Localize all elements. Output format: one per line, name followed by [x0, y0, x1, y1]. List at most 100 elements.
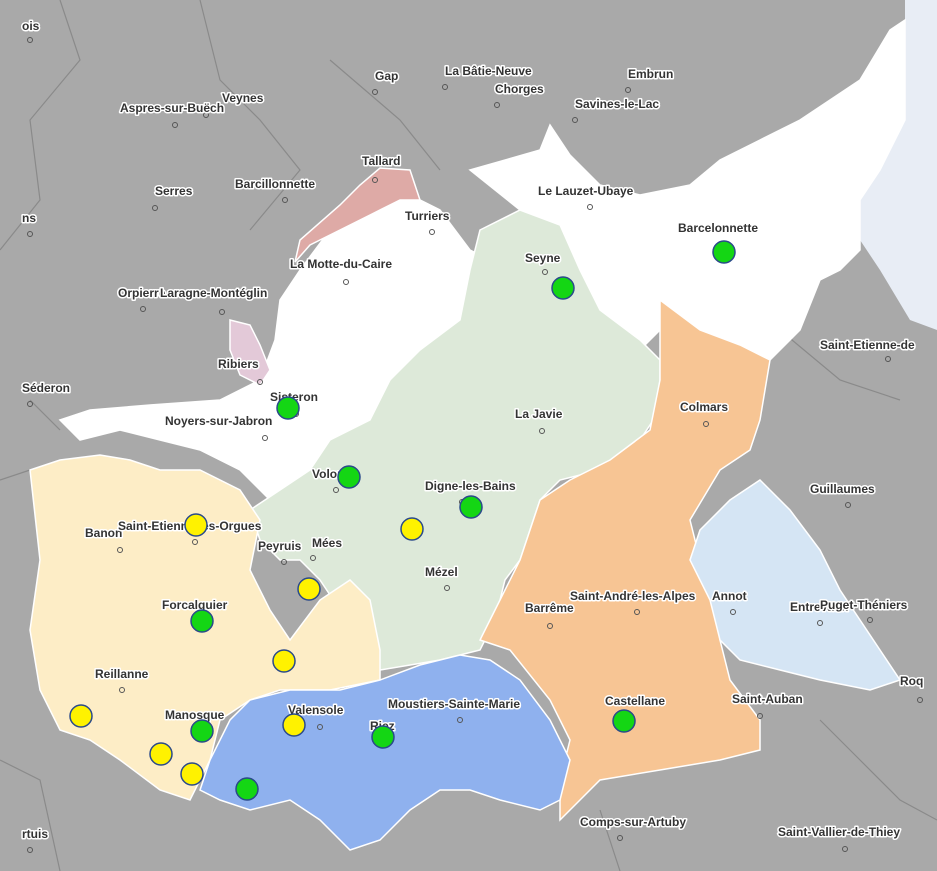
place-label: Saint-Etienne-de	[820, 338, 915, 352]
place-dot	[845, 502, 851, 508]
map-markers[interactable]	[69, 240, 736, 801]
green-marker[interactable]	[190, 609, 214, 633]
place-dot	[842, 846, 848, 852]
place-label: Moustiers-Sainte-Marie	[388, 697, 520, 711]
place-dot	[587, 204, 593, 210]
green-marker[interactable]	[612, 709, 636, 733]
place-label: Ribiers	[218, 357, 259, 371]
place-dot	[867, 617, 873, 623]
yellow-marker[interactable]	[297, 577, 321, 601]
place-dot	[547, 623, 553, 629]
place-label: Orpierre	[118, 286, 166, 300]
region-pink	[229, 319, 271, 386]
place-label: Saint-Vallier-de-Thiey	[778, 825, 900, 839]
place-label: Guillaumes	[810, 482, 875, 496]
place-dot	[27, 847, 33, 853]
yellow-marker[interactable]	[149, 742, 173, 766]
place-dot	[817, 620, 823, 626]
place-label: Turriers	[405, 209, 450, 223]
place-dot	[262, 435, 268, 441]
place-label: Colmars	[680, 400, 728, 414]
place-label: Noyers-sur-Jabron	[165, 414, 272, 428]
place-dot	[885, 356, 891, 362]
place-label: Chorges	[495, 82, 544, 96]
place-label: Manosque	[165, 708, 225, 722]
place-label: Barrême	[525, 601, 574, 615]
place-dot	[444, 585, 450, 591]
green-marker[interactable]	[371, 725, 395, 749]
place-dot	[372, 89, 378, 95]
place-dot	[429, 229, 435, 235]
place-label: Barcillonnette	[235, 177, 315, 191]
place-label: Séderon	[22, 381, 70, 395]
place-label: Serres	[155, 184, 193, 198]
place-label: Mées	[312, 536, 342, 550]
place-label: Barcelonnette	[678, 221, 758, 235]
green-marker[interactable]	[337, 465, 361, 489]
place-label: Peyruis	[258, 539, 302, 553]
green-marker[interactable]	[235, 777, 259, 801]
place-dot	[333, 487, 339, 493]
place-dot	[539, 428, 545, 434]
place-label: Roq	[900, 674, 923, 688]
yellow-marker[interactable]	[400, 517, 424, 541]
place-label: Embrun	[628, 67, 673, 81]
place-dot	[625, 87, 631, 93]
region-blue	[199, 654, 571, 851]
place-label: Digne-les-Bains	[425, 479, 516, 493]
place-dot	[192, 539, 198, 545]
place-label: Banon	[85, 526, 122, 540]
place-label: La Bâtie-Neuve	[445, 64, 532, 78]
place-dot	[457, 717, 463, 723]
yellow-marker[interactable]	[69, 704, 93, 728]
place-dot	[372, 177, 378, 183]
place-dot	[343, 279, 349, 285]
place-dot	[572, 117, 578, 123]
place-label: Reillanne	[95, 667, 149, 681]
place-label: Gap	[375, 69, 398, 83]
yellow-marker[interactable]	[282, 713, 306, 737]
place-dot	[317, 724, 323, 730]
place-dot	[219, 309, 225, 315]
place-dot	[542, 269, 548, 275]
yellow-marker[interactable]	[272, 649, 296, 673]
green-marker[interactable]	[551, 276, 575, 300]
place-dot	[27, 401, 33, 407]
place-dot	[140, 306, 146, 312]
region-orange	[478, 298, 771, 822]
place-label: Valensole	[288, 703, 344, 717]
place-label: Castellane	[605, 694, 665, 708]
place-dot	[172, 122, 178, 128]
place-label: Seyne	[525, 251, 561, 265]
place-dot	[27, 37, 33, 43]
place-label: Aspres-sur-Buëch	[120, 101, 224, 115]
place-dot	[703, 421, 709, 427]
green-marker[interactable]	[276, 396, 300, 420]
place-label: rtuis	[22, 827, 48, 841]
place-label: Saint-Auban	[732, 692, 803, 706]
place-dot	[617, 835, 623, 841]
place-label: Saint-André-les-Alpes	[570, 589, 696, 603]
place-dot	[310, 555, 316, 561]
place-dot	[494, 102, 500, 108]
place-dot	[281, 559, 287, 565]
yellow-marker[interactable]	[180, 762, 204, 786]
outside-region-northeast	[860, 0, 937, 330]
place-dot	[117, 547, 123, 553]
place-dot	[917, 697, 923, 703]
place-dot	[257, 379, 263, 385]
place-dot	[27, 231, 33, 237]
green-marker[interactable]	[712, 240, 736, 264]
place-label: Laragne-Montéglin	[160, 286, 267, 300]
region-light-blue	[689, 479, 902, 691]
yellow-marker[interactable]	[184, 513, 208, 537]
green-marker[interactable]	[190, 719, 214, 743]
place-label: Mézel	[425, 565, 458, 579]
place-label: Le Lauzet-Ubaye	[538, 184, 634, 198]
green-marker[interactable]	[459, 495, 483, 519]
place-dot	[119, 687, 125, 693]
place-dot	[282, 197, 288, 203]
region-green	[249, 209, 661, 671]
